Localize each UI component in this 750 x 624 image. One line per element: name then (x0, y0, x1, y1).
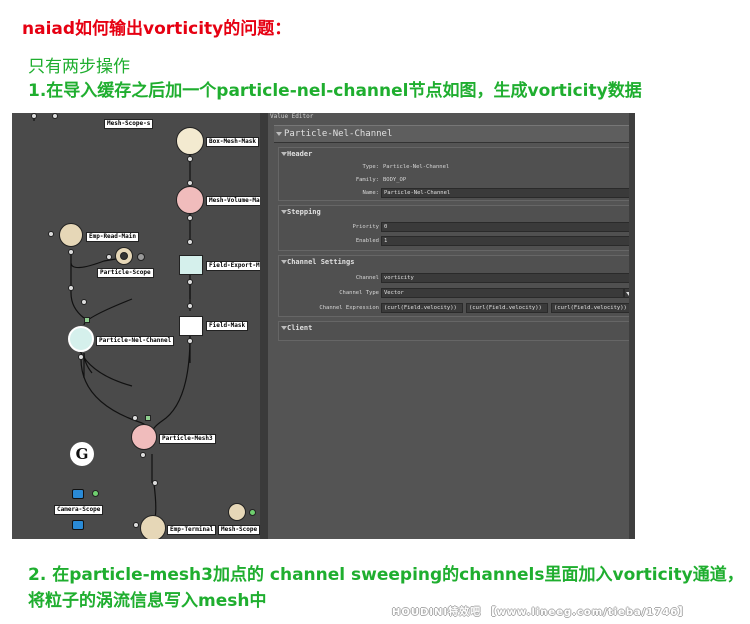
node-label: Mesh-Volume-Mas (206, 196, 267, 206)
port[interactable] (84, 317, 90, 323)
node-field-mask[interactable] (179, 316, 203, 336)
channel-label: Channel (355, 275, 379, 281)
panel-divider[interactable] (260, 113, 268, 539)
node-label: Camera-Scope (54, 505, 104, 515)
section-title: Stepping (287, 208, 321, 216)
node-field-export-mask[interactable] (179, 255, 203, 275)
camera-icon[interactable] (72, 520, 84, 530)
title: naiad如何输出vorticity的问题： (22, 19, 292, 39)
step1-instruction: 1.在导入缓存之后加一个particle-nel-channel节点如图，生成v… (28, 81, 642, 101)
section-header: Header Type: Particle-Nel-Channel Family… (278, 147, 633, 201)
node-label: Particle-Nel-Channel (96, 336, 175, 346)
value-editor-panel: Value Editor Particle-Nel-Channel Header… (268, 113, 635, 539)
node-label: Mesh-Scope-s (104, 119, 154, 129)
port[interactable] (133, 522, 139, 528)
channel-field[interactable]: vorticity (381, 273, 632, 283)
naiad-screenshot: Mesh-Scope-s Box-Mesh-Mask Mesh-Volume-M… (12, 113, 635, 539)
node-label: Particle-Scope (97, 268, 154, 278)
section-channel-settings: Channel Settings Channel vorticity Chann… (278, 255, 633, 317)
node-particle-nel-channel[interactable] (68, 326, 94, 352)
node-box-mesh-mask[interactable] (176, 127, 204, 155)
section-title: Channel Settings (287, 258, 355, 266)
port[interactable] (68, 285, 74, 291)
node-emp-terminal[interactable] (140, 515, 166, 539)
node-graph[interactable]: Mesh-Scope-s Box-Mesh-Mask Mesh-Volume-M… (12, 113, 267, 539)
node-label: Emp-Terminal (167, 525, 217, 535)
port[interactable] (132, 415, 138, 421)
port[interactable] (78, 354, 84, 360)
channel-expression-label: Channel Expression (319, 305, 379, 311)
node-label: Field-Mask (206, 321, 249, 331)
port[interactable] (152, 480, 158, 486)
step1-heading: 只有两步操作 (28, 57, 130, 77)
section-stepping: Stepping Priority 0 Enabled 1 (278, 205, 633, 251)
port[interactable] (92, 490, 99, 497)
collapse-icon[interactable] (281, 326, 287, 330)
node-label: Field-Export-M (206, 261, 263, 271)
channel-expression-y[interactable]: (curl(Field.velocity)) (466, 303, 548, 313)
node-mesh-volume-mask[interactable] (176, 186, 204, 214)
selected-node-name[interactable]: Particle-Nel-Channel (274, 125, 630, 143)
node-label: Mesh-Scope (218, 525, 261, 535)
family-value: BODY_OP (383, 177, 407, 183)
watermark: HOUDINI特效吧 【www.lineeg.com/tieba/1746】 (392, 607, 690, 618)
enabled-field[interactable]: 1 (381, 236, 632, 246)
port[interactable] (48, 231, 54, 237)
node-label: Box-Mesh-Mask (206, 137, 259, 147)
value-editor-title: Value Editor (270, 113, 314, 120)
port[interactable] (187, 156, 193, 162)
port[interactable] (145, 415, 151, 421)
chevron-down-icon (626, 292, 631, 296)
name-field[interactable]: Particle-Nel-Channel (381, 188, 632, 198)
port[interactable] (187, 303, 193, 309)
channel-type-select[interactable]: Vector (381, 288, 624, 298)
name-label: Name: (362, 190, 379, 196)
collapse-icon[interactable] (276, 132, 282, 136)
node-mesh-scope[interactable] (228, 503, 246, 521)
collapse-icon[interactable] (281, 260, 287, 264)
port[interactable] (187, 338, 193, 344)
node-label: Emp-Read-Main (86, 232, 139, 242)
section-title: Header (287, 150, 313, 158)
scope-icon (120, 252, 128, 260)
group-icon[interactable]: G (70, 442, 94, 466)
port[interactable] (187, 239, 193, 245)
priority-label: Priority (352, 224, 380, 230)
node-emp-read-main[interactable] (59, 223, 83, 247)
node-label: Particle-Mesh3 (159, 434, 216, 444)
enabled-label: Enabled (355, 238, 379, 244)
port[interactable] (31, 113, 37, 119)
section-title: Client (287, 324, 313, 332)
camera-icon[interactable] (72, 489, 84, 499)
section-client: Client (278, 321, 633, 341)
port[interactable] (249, 509, 256, 516)
scrollbar[interactable] (629, 113, 635, 539)
port[interactable] (137, 253, 145, 261)
channel-expression-z[interactable]: (curl(Field.velocity)) (551, 303, 632, 313)
port[interactable] (68, 249, 74, 255)
type-value: Particle-Nel-Channel (383, 164, 450, 170)
step2-instruction: 2. 在particle-mesh3加点的 channel sweeping的c… (28, 565, 744, 611)
priority-field[interactable]: 0 (381, 222, 632, 232)
port[interactable] (187, 215, 193, 221)
family-label: Family: (355, 177, 379, 183)
port[interactable] (52, 113, 58, 119)
type-label: Type: (362, 164, 379, 170)
port[interactable] (140, 452, 146, 458)
port[interactable] (187, 279, 193, 285)
port[interactable] (81, 299, 87, 305)
collapse-icon[interactable] (281, 210, 287, 214)
port[interactable] (106, 254, 112, 260)
collapse-icon[interactable] (281, 152, 287, 156)
channel-type-label: Channel Type (339, 290, 379, 296)
channel-expression-x[interactable]: (curl(Field.velocity)) (381, 303, 463, 313)
port[interactable] (187, 180, 193, 186)
node-particle-mesh3[interactable] (131, 424, 157, 450)
